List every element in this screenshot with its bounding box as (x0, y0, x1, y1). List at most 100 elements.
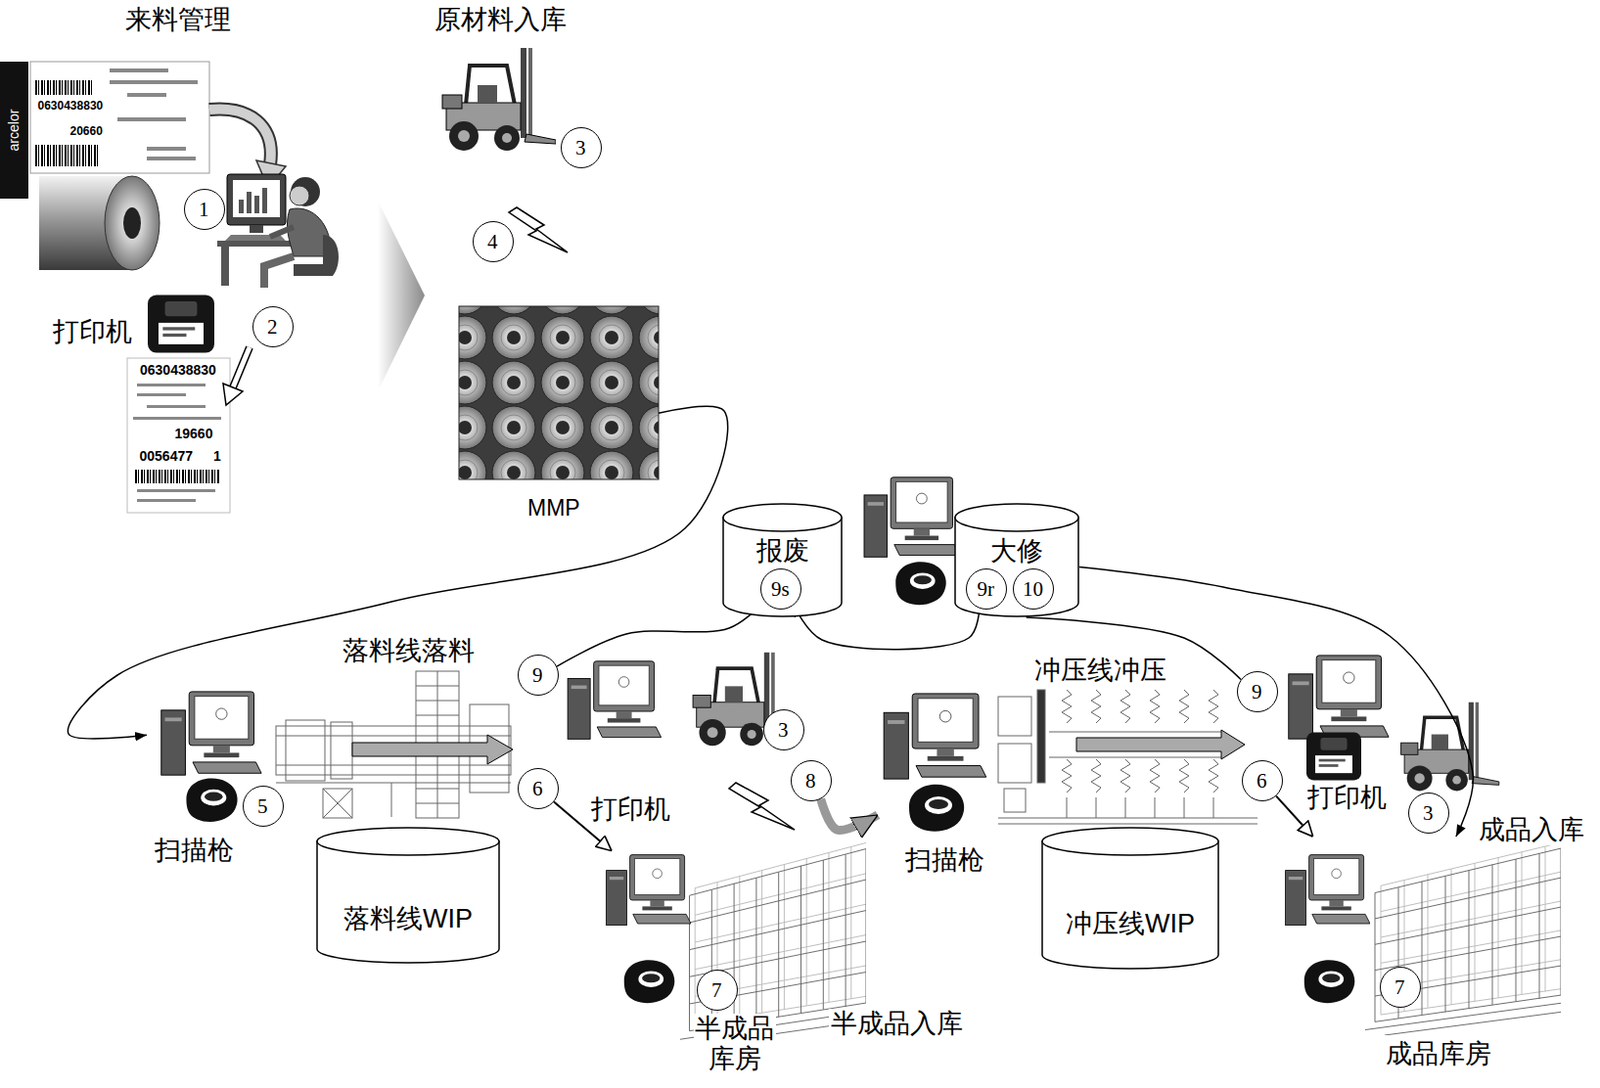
section-heading: 原材料入库 (432, 4, 569, 36)
steel-coil (123, 207, 141, 239)
blanking-line-drawing (285, 720, 325, 781)
callout-number: 3 (763, 709, 805, 751)
material-label (109, 68, 169, 73)
section-heading: 来料管理 (123, 4, 233, 36)
callout-number: 9 (517, 654, 559, 696)
material-label (35, 144, 100, 167)
printed-label (146, 405, 206, 409)
node-text: 报废 (756, 536, 810, 567)
material-label (117, 117, 186, 122)
barcode-text: 0630438830 (137, 362, 219, 378)
stamping-line-drawing (998, 696, 1032, 736)
cylinder-body (1042, 841, 1219, 969)
step-label: 半成品入库 (828, 1008, 965, 1040)
operator-workstation (254, 195, 260, 214)
stamping-line-drawing (1061, 759, 1219, 793)
operator-workstation (293, 234, 339, 276)
operator-workstation (290, 177, 320, 207)
printed-label (127, 358, 230, 513)
callout-text: 9r (977, 577, 996, 601)
callout-number: 6 (517, 768, 559, 810)
cylinder-outline (316, 826, 501, 964)
flow-connector (821, 799, 878, 831)
stamping-line-drawing (1061, 689, 1219, 724)
callout-text: 1 (198, 197, 210, 222)
node-text: 成品库房 (1385, 1039, 1492, 1070)
callout-number: 4 (472, 221, 514, 263)
warehouse: 成品库房 (1277, 836, 1562, 1072)
printed-label (133, 469, 220, 484)
barcode-text: 1 (211, 448, 224, 464)
callout-number: 7 (696, 969, 738, 1011)
operator-workstation (262, 187, 268, 214)
scanner-icon (624, 960, 676, 1004)
material-label (109, 80, 198, 85)
device-label: 打印机 (589, 794, 673, 825)
operator-workstation (249, 225, 264, 233)
printed-label (137, 383, 206, 387)
computer-icon (567, 661, 661, 740)
callout-text: 4 (487, 229, 499, 254)
callout-number: 8 (790, 760, 832, 802)
hollow-arrow (232, 347, 250, 388)
printed-label (127, 358, 230, 513)
step-label: 成品入库 (1476, 815, 1587, 846)
node-text: 冲压线冲压 (1034, 655, 1167, 686)
computer-icon (883, 693, 987, 779)
blanking-line-drawing (275, 765, 511, 767)
warehouse: 半成品库房 (611, 836, 867, 1082)
cylinder-top (955, 503, 1079, 532)
operator-workstation (232, 180, 280, 218)
flow-connector (1079, 566, 1473, 837)
printed-label (133, 416, 222, 420)
callout-text: 8 (805, 769, 817, 793)
blanking-line-drawing (275, 782, 511, 818)
printed-label (137, 499, 196, 503)
computer-icon (1288, 655, 1389, 739)
callout-text: 9 (1251, 680, 1263, 704)
scanner-icon (909, 784, 964, 832)
blanking-line-drawing (322, 788, 353, 819)
cylinder-body (955, 517, 1079, 617)
stamping-line-drawing (998, 689, 1258, 824)
device-label: 扫描枪 (903, 845, 987, 876)
operator-workstation (289, 185, 310, 206)
blanking-line-drawing (330, 722, 353, 779)
operator-workstation (246, 191, 252, 214)
callout-number: 9r (965, 568, 1007, 610)
flow-connector (67, 406, 728, 739)
callout-text: 3 (575, 136, 587, 160)
wireless-symbol (729, 782, 795, 830)
operator-workstation (270, 227, 294, 237)
callout-text: 7 (711, 978, 723, 1003)
callout-number: 5 (242, 785, 284, 827)
printed-label (137, 489, 216, 493)
stamping-line-drawing (1066, 797, 1214, 819)
cylinder-top (317, 827, 500, 856)
production-line: 落料线落料 (146, 634, 514, 842)
node-text: 落料线WIP (343, 904, 473, 935)
callout-text: 9 (532, 663, 544, 687)
stamping-line-drawing (998, 743, 1032, 783)
callout-text: 3 (1422, 801, 1434, 825)
callout-number: 9s (760, 568, 802, 610)
process-arrow (377, 200, 425, 392)
computer-icon (1285, 855, 1371, 926)
coil-stock-photo (458, 306, 659, 480)
hollow-arrow (223, 383, 243, 406)
database-cylinder: 落料线WIP (316, 826, 501, 964)
material-label (35, 80, 94, 95)
stamping-line-drawing (1037, 689, 1046, 783)
printer-icon (1306, 732, 1362, 781)
node-text: MMP (527, 495, 581, 521)
callout-number: 3 (1408, 792, 1450, 834)
callout-number: 10 (1012, 568, 1054, 610)
forklift-icon (442, 47, 556, 151)
operator-workstation (217, 174, 339, 288)
database-cylinder: 大修9r10 (954, 502, 1080, 618)
steel-coil (104, 176, 160, 271)
flow-arrow-block (352, 734, 513, 765)
callout-text: 3 (777, 718, 789, 742)
